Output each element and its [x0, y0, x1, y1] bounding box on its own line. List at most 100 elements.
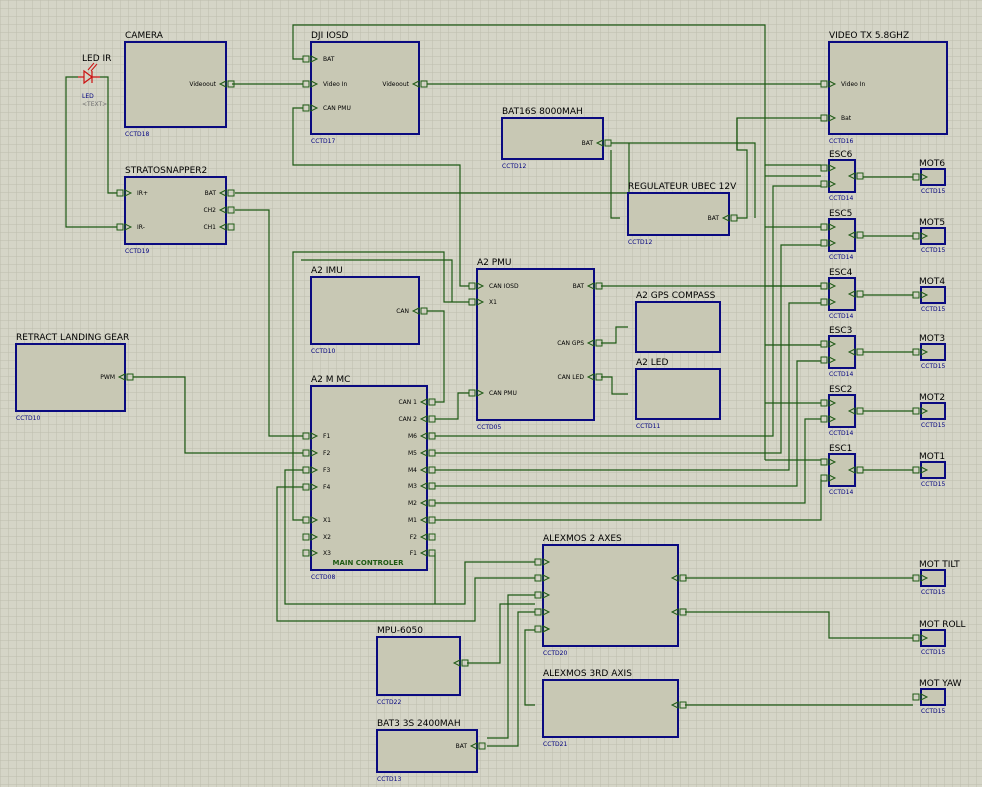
stratosnapper-pin-ch1 [218, 223, 235, 231]
djiosd-pin-label-videoin: Video In [323, 81, 347, 88]
mot3-pin [912, 348, 929, 356]
esc2-pin-out [847, 407, 864, 415]
a2pmu-pin-label-bat: BAT [573, 283, 585, 290]
alexmos2-pin-l5 [534, 625, 551, 633]
a2pmu-title: A2 PMU [477, 258, 512, 268]
wire-iosd-bat-loop [292, 24, 821, 166]
a2mc-pin-label-x2: X2 [323, 534, 331, 541]
esc5-ref: CCTD14 [829, 254, 853, 261]
ledir-title: LED IR [82, 54, 111, 64]
mot6-title: MOT6 [919, 159, 945, 169]
bat16-title: BAT16S 8000MAH [502, 107, 583, 117]
wire-m6 [435, 185, 821, 437]
alexmos3-body [542, 679, 679, 738]
a2mc-pin-m5 [419, 449, 436, 457]
esc1-title: ESC1 [829, 444, 852, 454]
wires [65, 24, 913, 747]
esc4-pin-out [847, 290, 864, 298]
retract-ref: CCTD10 [16, 415, 40, 422]
mot5-body [920, 227, 946, 245]
a2pmu-ref: CCTD05 [477, 424, 501, 431]
a2mc-subtitle: MAIN CONTROLER [333, 559, 405, 567]
a2mc-pin-label-x3: X3 [323, 550, 331, 557]
a2mc-pin-can2 [419, 415, 436, 423]
esc3-pin-a [820, 340, 837, 348]
ubec-ref: CCTD12 [628, 239, 652, 246]
a2pmu-pin-cangps [586, 339, 603, 347]
a2imu-body [310, 276, 420, 345]
mot1-pin [912, 466, 929, 474]
alexmos2-pin-tilt [670, 574, 687, 582]
mot2-title: MOT2 [919, 393, 945, 403]
djiosd-pin-label-videoout: Videoout [382, 81, 409, 88]
retract-pin-pwm [117, 373, 134, 381]
esc1-pin-b [820, 474, 837, 482]
a2pmu-body [476, 268, 595, 421]
alexmos3-ref: CCTD21 [543, 741, 567, 748]
camera-title: CAMERA [125, 31, 164, 41]
esc5-pin-b [820, 239, 837, 247]
esc5-pin-a [820, 223, 837, 231]
a2mc-pin-label-m2: M2 [408, 500, 417, 507]
djiosd-pin-videoout [411, 80, 428, 88]
esc6-ref: CCTD14 [829, 195, 853, 202]
mot3-ref: CCTD15 [921, 363, 945, 370]
esc3-pin-b [820, 356, 837, 364]
ledir-diode-icon [83, 69, 93, 85]
bat16-pin-label-bat: BAT [582, 140, 594, 147]
a2mc-pin-label-m6: M6 [408, 433, 417, 440]
mpu-body [376, 636, 461, 696]
wire-bat3s-b [487, 594, 535, 739]
a2mc-ref: CCTD08 [311, 574, 335, 581]
a2mc-pin-m2 [419, 499, 436, 507]
djiosd-pin-label-bat: BAT [323, 56, 335, 63]
retract-body [15, 343, 126, 412]
component-gps[interactable]: A2 GPS COMPASS [635, 291, 721, 353]
bat3s-pin-bat [469, 742, 486, 750]
mot4-ref: CCTD15 [921, 306, 945, 313]
stratosnapper-pin-bat [218, 189, 235, 197]
a2mc-pin-label-f1: F1 [323, 433, 330, 440]
wire-ubec-out [736, 118, 748, 219]
wire-pmu-gps [601, 326, 628, 344]
wire-bat3s [487, 611, 535, 747]
a2mc-pin-label-rf1: F1 [410, 550, 417, 557]
a2mc-pin-f3 [302, 466, 319, 474]
a2mc-pin-m6 [419, 432, 436, 440]
mot2-ref: CCTD15 [921, 422, 945, 429]
a2mc-pin-label-f2: F2 [323, 450, 330, 457]
esc2-pin-a [820, 399, 837, 407]
